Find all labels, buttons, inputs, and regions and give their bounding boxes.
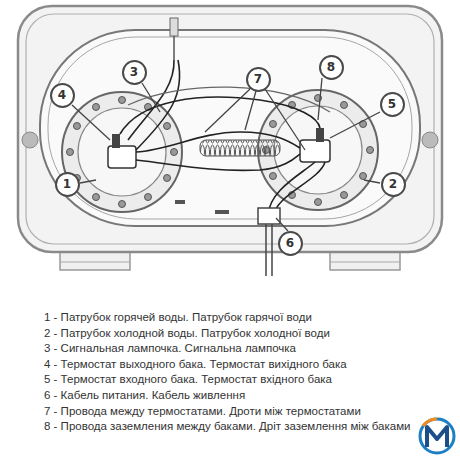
callout-number: 5 — [388, 98, 396, 110]
explanation-line: 2 - Патрубок холодной воды. Патрубок хол… — [44, 327, 330, 341]
flange — [62, 92, 182, 212]
logo — [420, 419, 454, 453]
coil — [200, 140, 280, 156]
callout-number: 6 — [286, 237, 294, 249]
callout-number: 1 — [63, 178, 71, 190]
callout-circle: 3 — [122, 60, 147, 85]
explanation-line: 1 - Патрубок горячей воды. Патрубок гаря… — [44, 311, 312, 325]
callout-circle: 4 — [50, 83, 75, 108]
callout-number: 8 — [327, 61, 335, 73]
callout-circle: 5 — [380, 92, 405, 117]
thermostat — [108, 146, 136, 168]
callout-number: 4 — [58, 89, 66, 101]
callout-circle: 8 — [319, 55, 344, 80]
callout-circle: 6 — [278, 231, 303, 256]
callout-number: 2 — [389, 178, 397, 190]
explanation-line: 6 - Кабель питания. Кабель живлення — [44, 389, 245, 403]
housing — [18, 6, 442, 252]
callout-number: 7 — [254, 73, 262, 85]
callout-number: 3 — [130, 66, 138, 78]
explanation-line: 4 - Термостат выходного бака. Термостат … — [44, 358, 347, 372]
callout-circle: 7 — [246, 67, 271, 92]
explanation-line: 8 - Провода заземления между баками. Дрі… — [44, 420, 411, 434]
inner-shell — [40, 30, 420, 226]
callout-circle: 1 — [55, 172, 80, 197]
explanation-line: 3 - Сигнальная лампочка. Сигнальна лампо… — [44, 342, 296, 356]
thermostat — [300, 140, 330, 162]
explanation-line: 5 - Термостат входного бака. Термостат в… — [44, 373, 332, 387]
callout-circle: 2 — [381, 172, 406, 197]
explanation-line: 7 - Провода между термостатами. Дроти мі… — [44, 405, 361, 419]
